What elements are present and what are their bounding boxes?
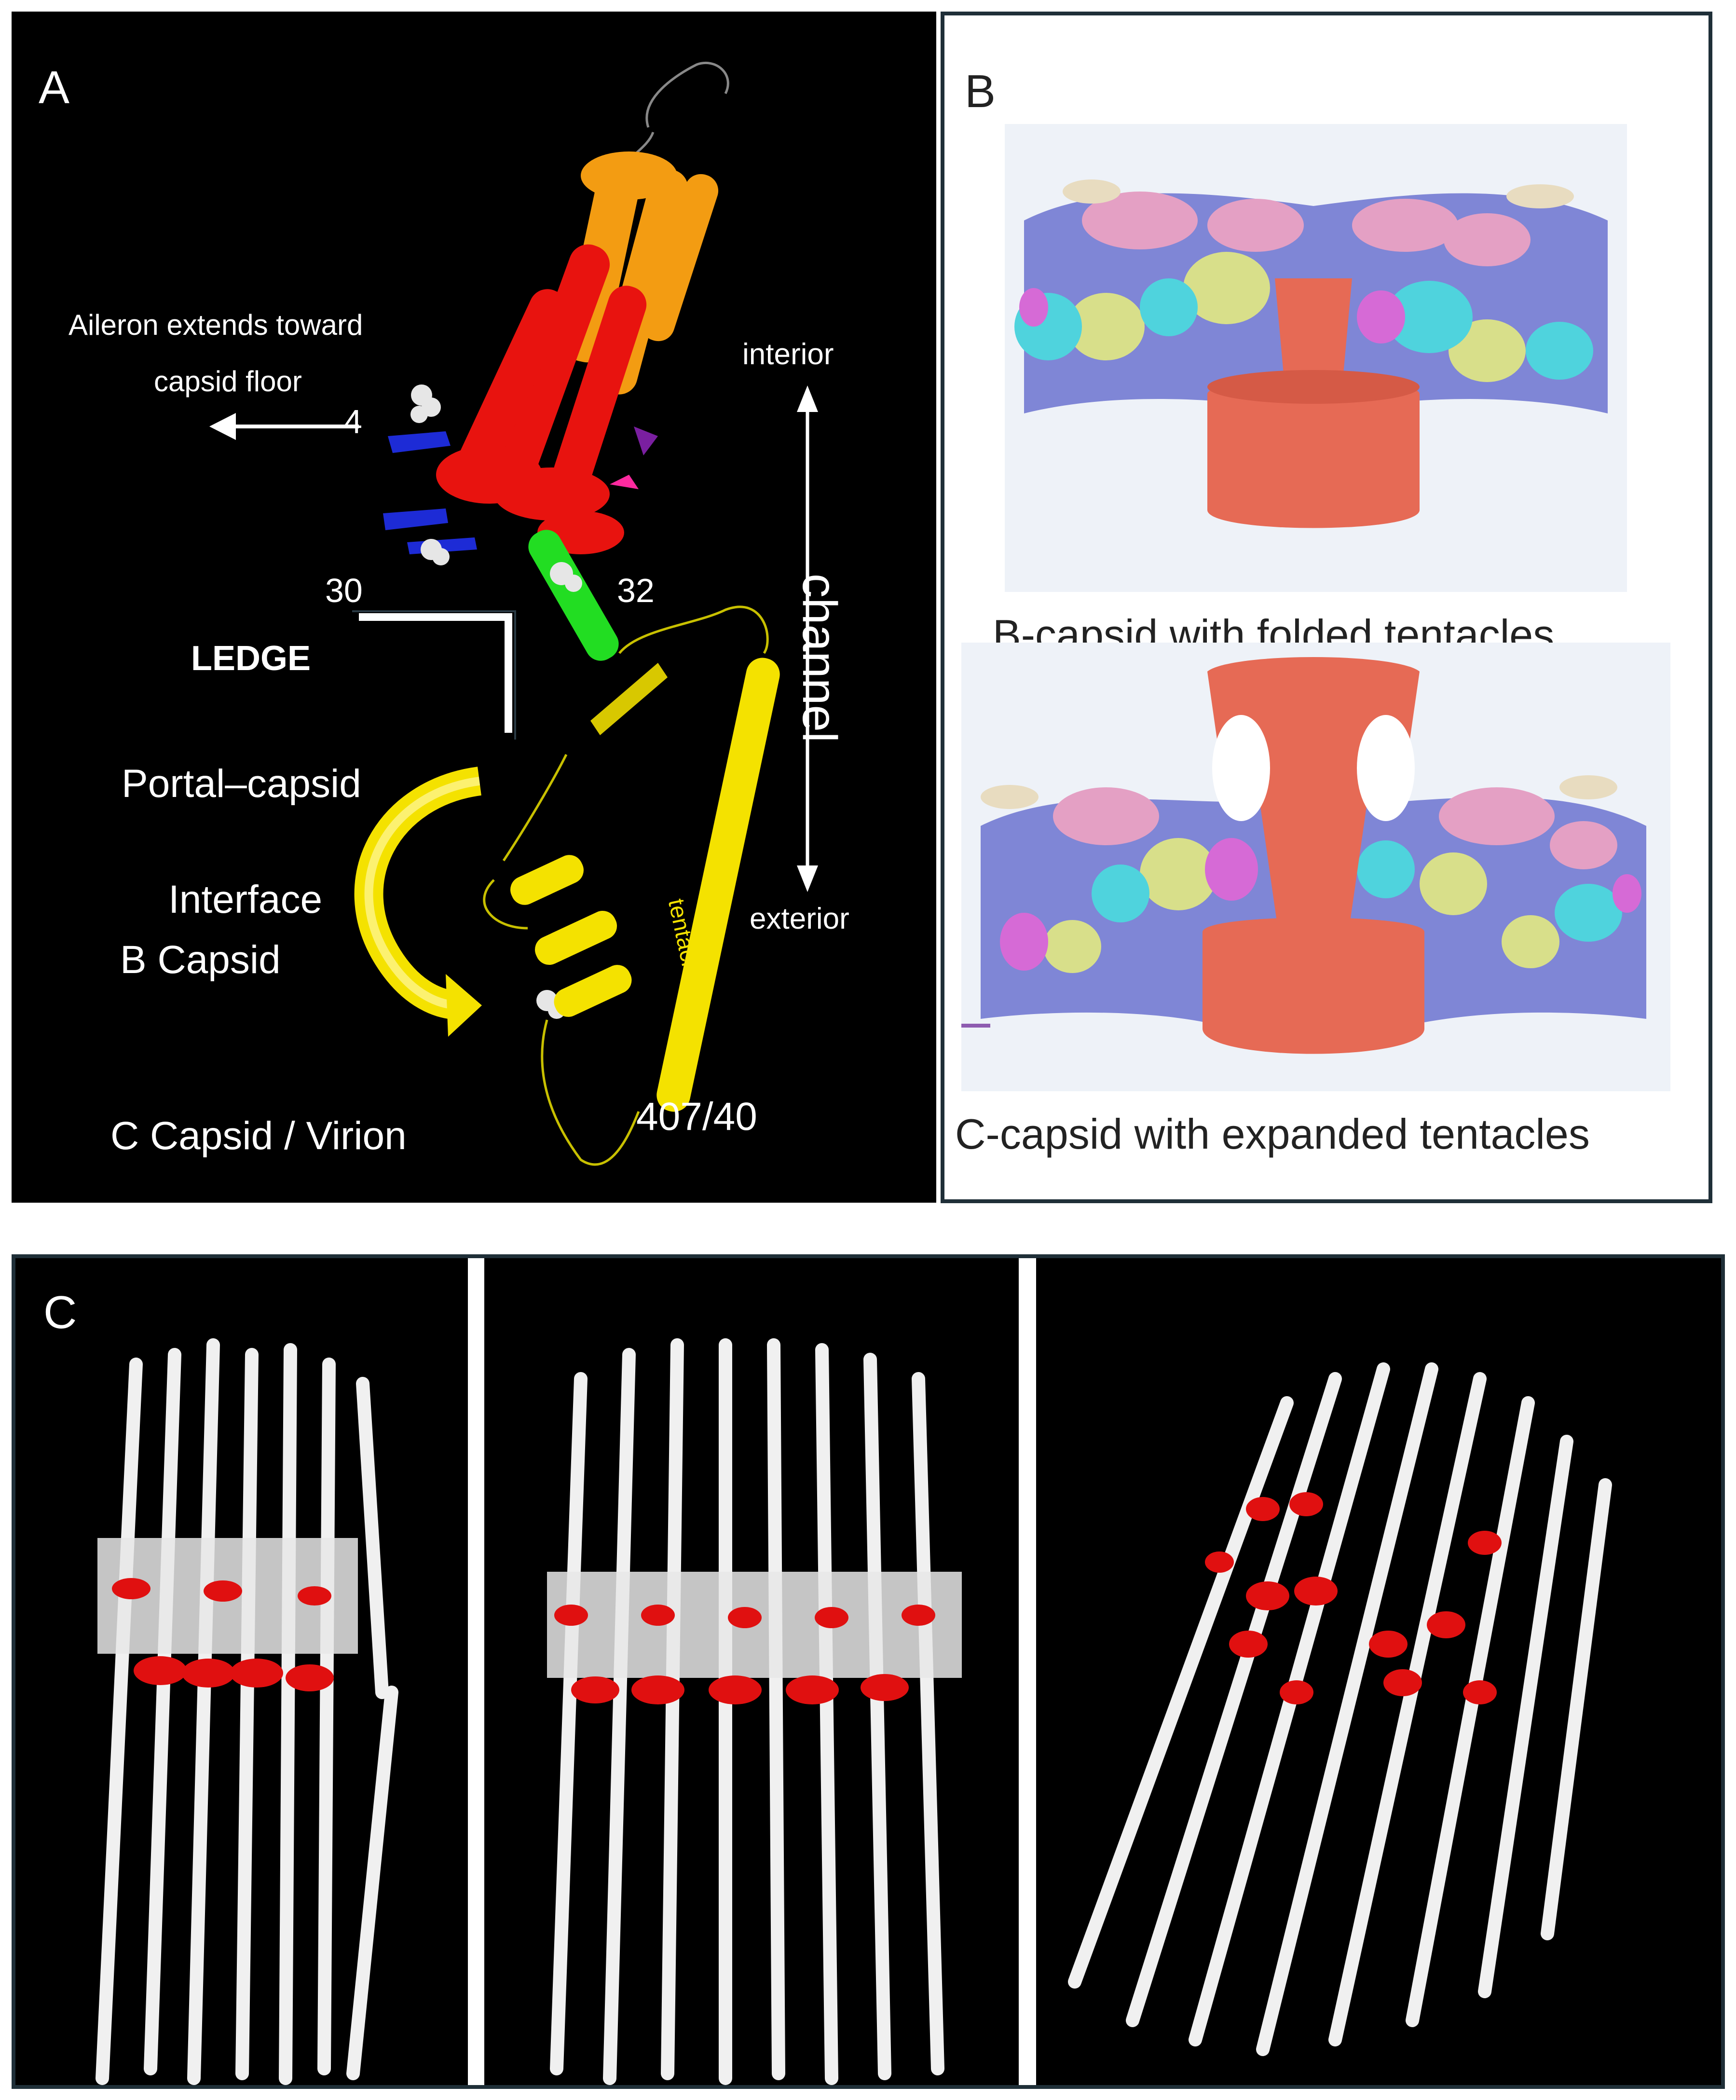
portal-structure-render-2 bbox=[547, 1338, 962, 2085]
c-capsid-expanded-render bbox=[961, 643, 1670, 1091]
panel-b-letter: B bbox=[965, 66, 996, 117]
ledge-label: LEDGE bbox=[191, 639, 311, 678]
red-highlight-residues-3 bbox=[1205, 1492, 1502, 1704]
portal-capsid-label: Portal–capsid bbox=[122, 762, 361, 806]
channel-label: channel bbox=[793, 573, 847, 743]
panel-a: A Aileron extends toward capsid floor 4 … bbox=[12, 12, 936, 1203]
panel-c-letter: C bbox=[43, 1287, 77, 1338]
c-capsid-caption: C-capsid with expanded tentacles bbox=[955, 1110, 1590, 1158]
green-helix bbox=[528, 530, 619, 661]
aileron-label-line1: Aileron extends toward bbox=[68, 309, 363, 341]
aileron-label-line2: capsid floor bbox=[154, 365, 302, 398]
residue-label-4: 4 bbox=[343, 403, 362, 440]
yellow-tentacle-domain bbox=[483, 605, 780, 1166]
panel-b: B bbox=[941, 12, 1712, 1203]
panel-a-structure-render bbox=[209, 61, 818, 1166]
panel-a-letter: A bbox=[39, 62, 70, 113]
residue-label-407-40: 407/40 bbox=[636, 1095, 757, 1139]
exterior-label: exterior bbox=[750, 902, 849, 935]
c-capsid-virion-label: C Capsid / Virion bbox=[110, 1114, 407, 1158]
curved-yellow-arrow bbox=[354, 767, 482, 1037]
panel-c-view-1: C bbox=[15, 1258, 468, 2085]
blue-strand-region bbox=[383, 431, 477, 554]
interior-label: interior bbox=[742, 338, 834, 371]
portal-folded bbox=[1207, 278, 1420, 528]
red-highlight-residues-1 bbox=[112, 1578, 334, 1691]
portal-structure-render-3 bbox=[1068, 1362, 1612, 2056]
b-capsid-label: B Capsid bbox=[120, 938, 281, 982]
red-highlight-residues-2 bbox=[554, 1605, 935, 1704]
disordered-loop-top bbox=[645, 61, 729, 128]
residue-label-30: 30 bbox=[325, 572, 363, 609]
panel-c-view-3 bbox=[1036, 1258, 1721, 2085]
interface-label: Interface bbox=[168, 878, 323, 921]
channel-double-arrow bbox=[797, 385, 818, 892]
red-helix-domain bbox=[436, 244, 647, 554]
aileron-arrow bbox=[209, 413, 359, 440]
portal-structure-render-1 bbox=[96, 1338, 398, 2085]
residue-label-32: 32 bbox=[617, 572, 655, 609]
b-capsid-folded-render bbox=[1005, 124, 1627, 592]
ledge-bracket bbox=[359, 613, 512, 733]
panel-c-view-2 bbox=[484, 1258, 1019, 2085]
panel-c: C bbox=[12, 1254, 1725, 2089]
